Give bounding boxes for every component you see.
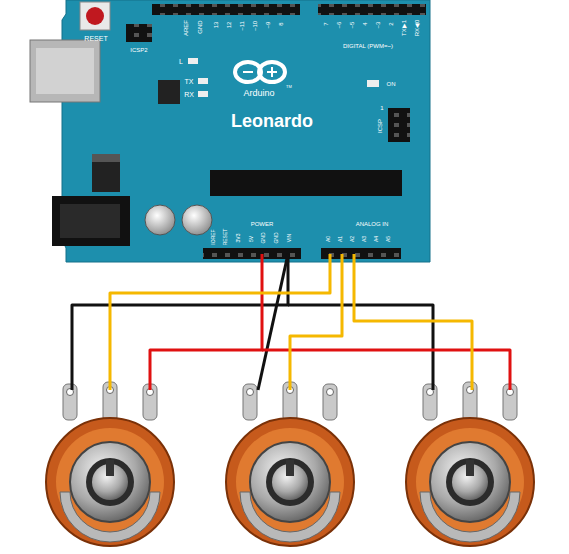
pin-label: 12 bbox=[226, 22, 232, 29]
pin-label: 3V3 bbox=[236, 234, 241, 243]
pin-label: ~11 bbox=[239, 21, 245, 31]
pin-label: ~9 bbox=[265, 22, 271, 29]
pin-label: 4 bbox=[362, 22, 368, 25]
pin-label: ~6 bbox=[336, 22, 342, 29]
chip bbox=[158, 80, 180, 104]
reset-button bbox=[80, 2, 110, 30]
pin-label: TX▶1 bbox=[401, 20, 407, 36]
capacitor bbox=[145, 205, 175, 235]
wires bbox=[72, 254, 510, 390]
pin-label: A3 bbox=[362, 236, 367, 242]
power-jack bbox=[52, 196, 130, 246]
pin-label: GND bbox=[261, 232, 266, 243]
pin-label: POWER bbox=[251, 221, 274, 227]
usb-connector bbox=[30, 40, 100, 102]
pin-label: A1 bbox=[338, 236, 343, 242]
pin-label: A2 bbox=[350, 236, 355, 242]
pin-label: ICSP bbox=[377, 119, 383, 133]
pin-label: ~3 bbox=[375, 22, 381, 29]
pin-label: TX bbox=[185, 78, 194, 85]
led bbox=[367, 80, 379, 87]
pin-label: Arduino bbox=[243, 89, 274, 98]
led bbox=[188, 58, 198, 64]
pin-label: 2 bbox=[388, 22, 394, 25]
pin-label: TM bbox=[286, 85, 292, 89]
pin-label: A4 bbox=[374, 236, 379, 242]
pin-label: A5 bbox=[386, 236, 391, 242]
icsp2-header bbox=[126, 24, 152, 42]
capacitor bbox=[182, 205, 212, 235]
pin-label: ~10 bbox=[252, 21, 258, 31]
analog-header bbox=[321, 248, 401, 259]
pin-label: DIGITAL (PWM=~) bbox=[343, 43, 393, 49]
pin-label: GND bbox=[274, 232, 279, 243]
pin-label: ON bbox=[387, 81, 396, 87]
pin-label: 1 bbox=[380, 105, 383, 111]
pin-label: RESET bbox=[223, 229, 228, 246]
regulator bbox=[92, 160, 120, 192]
pin-label: L bbox=[179, 58, 183, 65]
pin-label: AREF bbox=[183, 20, 189, 36]
pin-label: RESET bbox=[84, 35, 107, 42]
pin-label: ANALOG IN bbox=[356, 221, 389, 227]
pin-label: ICSP2 bbox=[130, 47, 147, 53]
digital-header bbox=[318, 4, 426, 15]
microcontroller bbox=[210, 170, 402, 196]
pin-label: GND bbox=[197, 20, 203, 33]
pin-label: IOREF bbox=[211, 229, 216, 244]
board-name: Leonardo bbox=[231, 112, 313, 130]
pin-label: 8 bbox=[278, 22, 284, 25]
pin-label: VIN bbox=[287, 234, 292, 242]
digital-header bbox=[152, 4, 300, 15]
icsp-header bbox=[388, 108, 410, 142]
pin-label: 5V bbox=[249, 236, 254, 242]
pin-label: A0 bbox=[326, 236, 331, 242]
pin-label: RX bbox=[184, 91, 194, 98]
pin-label: 13 bbox=[213, 22, 219, 29]
pin-label: ~5 bbox=[349, 22, 355, 29]
arduino-logo bbox=[235, 62, 285, 82]
pin-label: 7 bbox=[323, 22, 329, 25]
pin-label: RX◀0 bbox=[414, 20, 420, 37]
